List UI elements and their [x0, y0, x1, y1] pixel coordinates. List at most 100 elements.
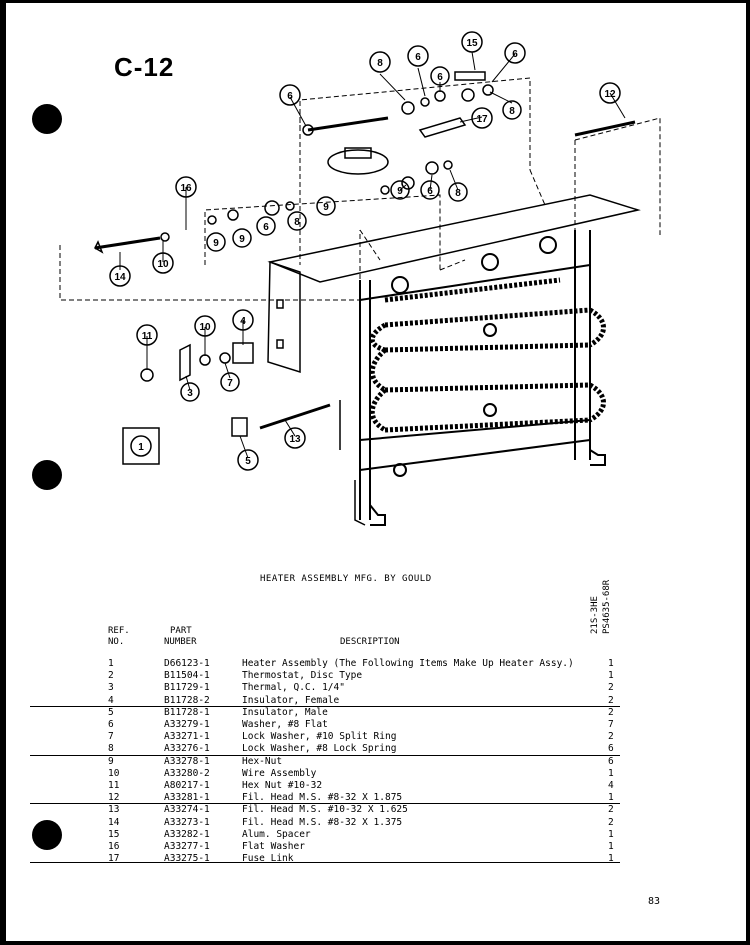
top-plate [267, 194, 641, 283]
callout-label: 6 [263, 222, 269, 233]
callout-label: 10 [157, 259, 169, 270]
header-ref-1: REF. [108, 626, 130, 636]
part-number-cell: A33277-1 [164, 841, 210, 852]
part-number-cell: A33282-1 [164, 828, 210, 840]
page-number: 83 [648, 896, 661, 907]
callout-label: 14 [114, 272, 126, 283]
description-cell: Alum. Spacer [242, 828, 311, 840]
part-number-cell: A33279-1 [164, 719, 210, 730]
ref-cell: 7 [108, 731, 114, 743]
quantity-cell: 2 [608, 731, 614, 743]
quantity-cell: 1 [608, 792, 614, 804]
ref-cell: 16 [108, 841, 120, 852]
quantity-cell: 1 [608, 841, 614, 852]
ref-cell: 6 [108, 719, 114, 730]
ref-cell: 17 [108, 853, 120, 865]
callout-label: 8 [294, 217, 300, 228]
callout-label: 8 [509, 106, 515, 117]
ref-cell: 8 [108, 743, 114, 755]
header-ref-2: NO. [108, 637, 125, 647]
quantity-cell: 1 [608, 767, 614, 779]
description-cell: Insulator, Female [242, 694, 340, 706]
quantity-cell: 2 [608, 694, 614, 706]
description-cell: Thermostat, Disc Type [242, 670, 363, 682]
callout-label: 13 [289, 434, 301, 445]
ref-cell: 2 [108, 670, 114, 682]
callout-label: 6 [437, 72, 443, 83]
quantity-cell: 1 [608, 853, 614, 865]
quantity-cell: 2 [608, 682, 614, 694]
washers-and-nuts [94, 71, 494, 526]
part-number-cell: A33278-1 [164, 755, 210, 767]
callout-label: 8 [455, 188, 461, 199]
part-number-cell: D66123-1 [164, 658, 210, 669]
quantity-cell: 7 [608, 719, 614, 730]
header-description: DESCRIPTION [340, 637, 400, 647]
callout-label: 6 [287, 91, 293, 102]
description-cell: Washer, #8 Flat [242, 719, 328, 730]
callout-label: 16 [180, 183, 192, 194]
quantity-cell: 1 [608, 658, 614, 669]
exploded-view-diagram: 8 6 15 6 6 8 17 6 12 8 6 9 9 8 6 9 9 16 … [59, 31, 661, 526]
ref-cell: 14 [108, 816, 120, 828]
binder-hole-middle [32, 460, 62, 490]
model-column-2: PS4635-68R [602, 579, 612, 634]
model-columns: 21S-3HE PS4635-68R [588, 579, 628, 634]
part-number-cell: A33271-1 [164, 731, 210, 743]
callout-label: 8 [377, 58, 383, 69]
row-divider [30, 755, 620, 756]
part-number-cell: B11504-1 [164, 670, 210, 682]
part-number-cell: A33281-1 [164, 792, 210, 804]
part-number-cell: A33275-1 [164, 853, 210, 865]
callout-label: 9 [239, 234, 245, 245]
callout-label: 6 [427, 186, 433, 197]
screws [94, 116, 636, 430]
description-cell: Hex-Nut [242, 755, 283, 767]
callout-leaders [119, 51, 626, 459]
description-cell: Insulator, Male [242, 706, 328, 718]
ref-cell: 9 [108, 755, 114, 767]
row-divider [30, 706, 620, 707]
part-number-cell: B11728-2 [164, 694, 210, 706]
header-part-1: PART [170, 626, 192, 636]
quantity-cell: 4 [608, 780, 614, 791]
ref-cell: 5 [108, 706, 114, 718]
row-divider [30, 803, 620, 804]
callout-label: 9 [397, 186, 403, 197]
callout-label: 9 [213, 238, 219, 249]
page-border-bottom [0, 941, 750, 945]
description-cell: Lock Washer, #10 Split Ring [242, 731, 397, 743]
part-number-cell: A33273-1 [164, 816, 210, 828]
header-part-2: NUMBER [164, 637, 197, 647]
part-number-cell: B11728-1 [164, 706, 210, 718]
description-cell: Fil. Head M.S. #8-32 X 1.875 [242, 792, 403, 804]
callout-circles [109, 31, 621, 471]
quantity-cell: 2 [608, 706, 614, 718]
coil-insulators [391, 236, 557, 477]
heater-coils [369, 277, 606, 433]
dashed-guide-lines [59, 77, 661, 301]
part-number-cell: B11729-1 [164, 682, 210, 694]
quantity-cell: 2 [608, 804, 614, 816]
part-number-cell: A33274-1 [164, 804, 210, 816]
page-code: C-12 [114, 52, 175, 82]
description-cell: Heater Assembly (The Following Items Mak… [242, 658, 574, 669]
part-number-cell: A33276-1 [164, 743, 210, 755]
ref-cell: 4 [108, 694, 114, 706]
binder-hole-bottom [32, 820, 62, 850]
description-cell: Wire Assembly [242, 767, 317, 779]
ref-cell: 10 [108, 767, 120, 779]
callout-label: 1 [138, 442, 144, 453]
description-cell: Fil. Head M.S. #10-32 X 1.625 [242, 804, 408, 816]
side-bracket [267, 260, 301, 374]
page-border-left [0, 0, 6, 945]
description-cell: Fil. Head M.S. #8-32 X 1.375 [242, 816, 403, 828]
callout-label: 9 [323, 202, 329, 213]
description-cell: Hex Nut #10-32 [242, 780, 323, 791]
model-column-1: 21S-3HE [590, 596, 600, 634]
callout-label: 12 [604, 89, 616, 100]
callout-label: 6 [512, 49, 518, 60]
description-cell: Flat Washer [242, 841, 305, 852]
callout-labels: 8 6 15 6 6 8 17 6 12 8 6 9 9 8 6 9 9 16 … [114, 38, 616, 467]
